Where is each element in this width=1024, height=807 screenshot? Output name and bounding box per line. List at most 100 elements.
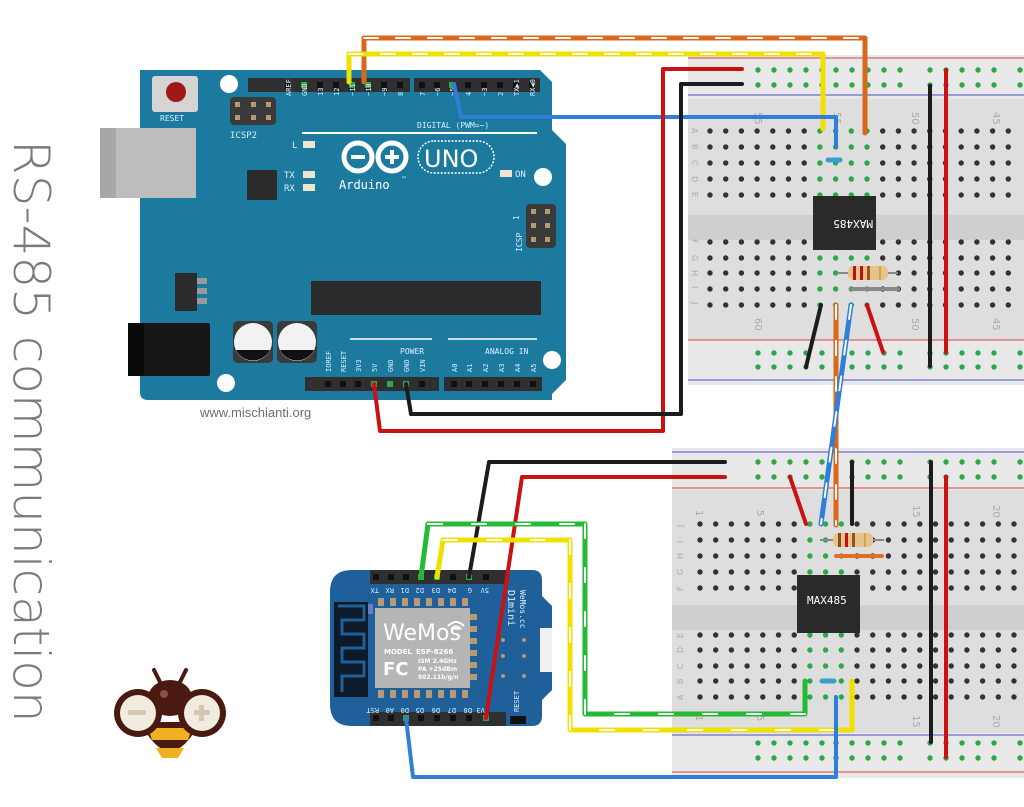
breadboard-hole[interactable] xyxy=(885,632,892,638)
rail-hole[interactable] xyxy=(897,474,903,480)
rail-hole[interactable] xyxy=(959,82,965,88)
breadboard-hole[interactable] xyxy=(974,160,980,166)
header-pin[interactable] xyxy=(403,574,409,580)
rail-hole[interactable] xyxy=(975,740,981,746)
breadboard-hole[interactable] xyxy=(791,647,797,653)
breadboard-hole[interactable] xyxy=(989,255,996,261)
breadboard-hole[interactable] xyxy=(848,176,854,182)
breadboard-hole[interactable] xyxy=(707,160,713,166)
rail-hole[interactable] xyxy=(881,364,887,370)
breadboard-hole[interactable] xyxy=(754,302,760,308)
breadboard-hole[interactable] xyxy=(754,239,760,245)
rail-hole[interactable] xyxy=(881,755,887,761)
breadboard-hole[interactable] xyxy=(738,239,745,245)
breadboard-hole[interactable] xyxy=(744,553,750,559)
breadboard-hole[interactable] xyxy=(713,569,719,575)
breadboard-hole[interactable] xyxy=(880,160,886,166)
breadboard-hole[interactable] xyxy=(723,160,729,166)
rail-hole[interactable] xyxy=(881,67,887,73)
header-pin[interactable] xyxy=(481,82,487,88)
breadboard-hole[interactable] xyxy=(713,521,719,527)
breadboard-hole[interactable] xyxy=(697,585,703,591)
breadboard-hole[interactable] xyxy=(885,521,892,527)
rail-hole[interactable] xyxy=(803,82,809,88)
wire-top-chip-gnd[interactable] xyxy=(804,303,823,369)
breadboard-hole[interactable] xyxy=(785,192,792,198)
breadboard-hole[interactable] xyxy=(848,160,854,166)
rail-hole[interactable] xyxy=(819,350,825,356)
header-pin[interactable] xyxy=(498,381,504,387)
breadboard-hole[interactable] xyxy=(1011,632,1017,638)
breadboard-hole[interactable] xyxy=(707,302,713,308)
breadboard-hole[interactable] xyxy=(917,521,923,527)
breadboard-hole[interactable] xyxy=(760,632,766,638)
breadboard-hole[interactable] xyxy=(932,694,939,700)
breadboard-hole[interactable] xyxy=(775,694,782,700)
breadboard-hole[interactable] xyxy=(885,678,892,684)
rail-hole[interactable] xyxy=(787,67,793,73)
breadboard-hole[interactable] xyxy=(801,176,807,182)
breadboard-hole[interactable] xyxy=(964,537,970,543)
breadboard-hole[interactable] xyxy=(870,521,876,527)
rail-hole[interactable] xyxy=(803,67,809,73)
breadboard-hole[interactable] xyxy=(760,694,766,700)
breadboard-hole[interactable] xyxy=(974,144,980,150)
header-pin[interactable] xyxy=(355,381,361,387)
wire-wemos-3v3-to-breadboard[interactable] xyxy=(484,475,727,720)
breadboard-hole[interactable] xyxy=(728,585,735,591)
breadboard-hole[interactable] xyxy=(895,302,902,308)
breadboard-hole[interactable] xyxy=(728,694,735,700)
breadboard-hole[interactable] xyxy=(754,286,760,292)
wire-top-chip-vcc[interactable] xyxy=(865,303,885,354)
header-pin[interactable] xyxy=(482,381,488,387)
rail-hole[interactable] xyxy=(881,459,887,465)
breadboard-hole[interactable] xyxy=(723,128,729,134)
breadboard-hole[interactable] xyxy=(995,632,1001,638)
rail-hole[interactable] xyxy=(849,740,855,746)
rail-hole[interactable] xyxy=(771,364,777,370)
breadboard-hole[interactable] xyxy=(901,678,907,684)
breadboard-hole[interactable] xyxy=(785,239,792,245)
breadboard-hole[interactable] xyxy=(895,160,902,166)
breadboard-hole[interactable] xyxy=(838,632,844,638)
breadboard-hole[interactable] xyxy=(848,128,854,134)
wire-arduino-gnd-to-breadboard[interactable] xyxy=(404,82,744,416)
rail-hole[interactable] xyxy=(771,67,777,73)
header-pin[interactable] xyxy=(530,381,536,387)
breadboard-hole[interactable] xyxy=(832,176,839,182)
breadboard-hole[interactable] xyxy=(901,537,907,543)
breadboard-hole[interactable] xyxy=(760,678,766,684)
breadboard-hole[interactable] xyxy=(760,585,766,591)
breadboard-hole[interactable] xyxy=(911,192,917,198)
rail-hole[interactable] xyxy=(803,474,809,480)
breadboard-hole[interactable] xyxy=(995,678,1001,684)
rail-hole[interactable] xyxy=(881,82,887,88)
wire-arduino-pin5-to-max485-de-re[interactable] xyxy=(452,82,838,149)
wire-arduino-5v-to-breadboard[interactable] xyxy=(372,67,744,433)
breadboard-hole[interactable] xyxy=(738,270,745,276)
breadboard-hole[interactable] xyxy=(791,632,797,638)
breadboard-hole[interactable] xyxy=(801,239,807,245)
breadboard-hole[interactable] xyxy=(697,521,703,527)
breadboard-hole[interactable] xyxy=(964,678,970,684)
rail-hole[interactable] xyxy=(959,67,965,73)
breadboard-hole[interactable] xyxy=(979,521,986,527)
breadboard-hole[interactable] xyxy=(754,192,760,198)
breadboard-hole[interactable] xyxy=(801,128,807,134)
breadboard-hole[interactable] xyxy=(917,537,923,543)
breadboard-hole[interactable] xyxy=(801,192,807,198)
breadboard-hole[interactable] xyxy=(744,694,750,700)
rail-hole[interactable] xyxy=(865,474,871,480)
wire-rs485-b-line[interactable] xyxy=(818,302,854,527)
header-pin[interactable] xyxy=(513,82,519,88)
rail-hole[interactable] xyxy=(755,459,761,465)
rail-hole[interactable] xyxy=(959,755,965,761)
rail-hole[interactable] xyxy=(865,350,871,356)
breadboard-hole[interactable] xyxy=(995,569,1001,575)
rail-hole[interactable] xyxy=(865,740,871,746)
rail-hole[interactable] xyxy=(881,740,887,746)
breadboard-hole[interactable] xyxy=(974,286,980,292)
breadboard-hole[interactable] xyxy=(911,144,917,150)
header-pin[interactable] xyxy=(483,574,489,580)
breadboard-hole[interactable] xyxy=(880,302,886,308)
